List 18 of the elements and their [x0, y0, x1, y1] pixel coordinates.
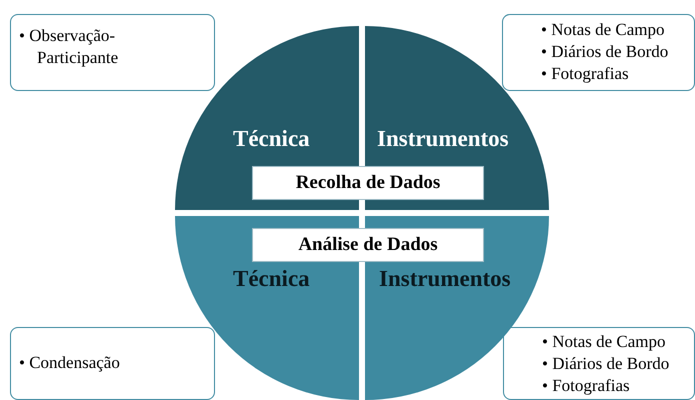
bullet-item: • Diários de Bordo: [541, 41, 670, 63]
bullet-box: [503, 327, 695, 400]
bullet-item: • Fotografias: [541, 63, 630, 85]
label-box: Análise de Dados: [252, 228, 484, 262]
quadrant-label: Técnica: [233, 266, 310, 292]
bullet-item: • Notas de Campo: [542, 331, 667, 353]
label-box: Recolha de Dados: [252, 166, 484, 200]
bullet-box: [502, 14, 695, 91]
quadrant-label: Instrumentos: [379, 266, 511, 292]
quadrant-label: Técnica: [233, 126, 310, 152]
bullet-item: • Notas de Campo: [541, 19, 666, 41]
bullet-box: [10, 14, 215, 91]
quadrant-label: Instrumentos: [377, 126, 509, 152]
bullet-box: [10, 327, 215, 400]
bullet-item: • Fotografias: [542, 375, 631, 397]
bullet-item: • Condensação: [19, 352, 121, 374]
bullet-item: • Observação-Participante: [19, 25, 120, 69]
bullet-item: • Diários de Bordo: [542, 353, 670, 375]
